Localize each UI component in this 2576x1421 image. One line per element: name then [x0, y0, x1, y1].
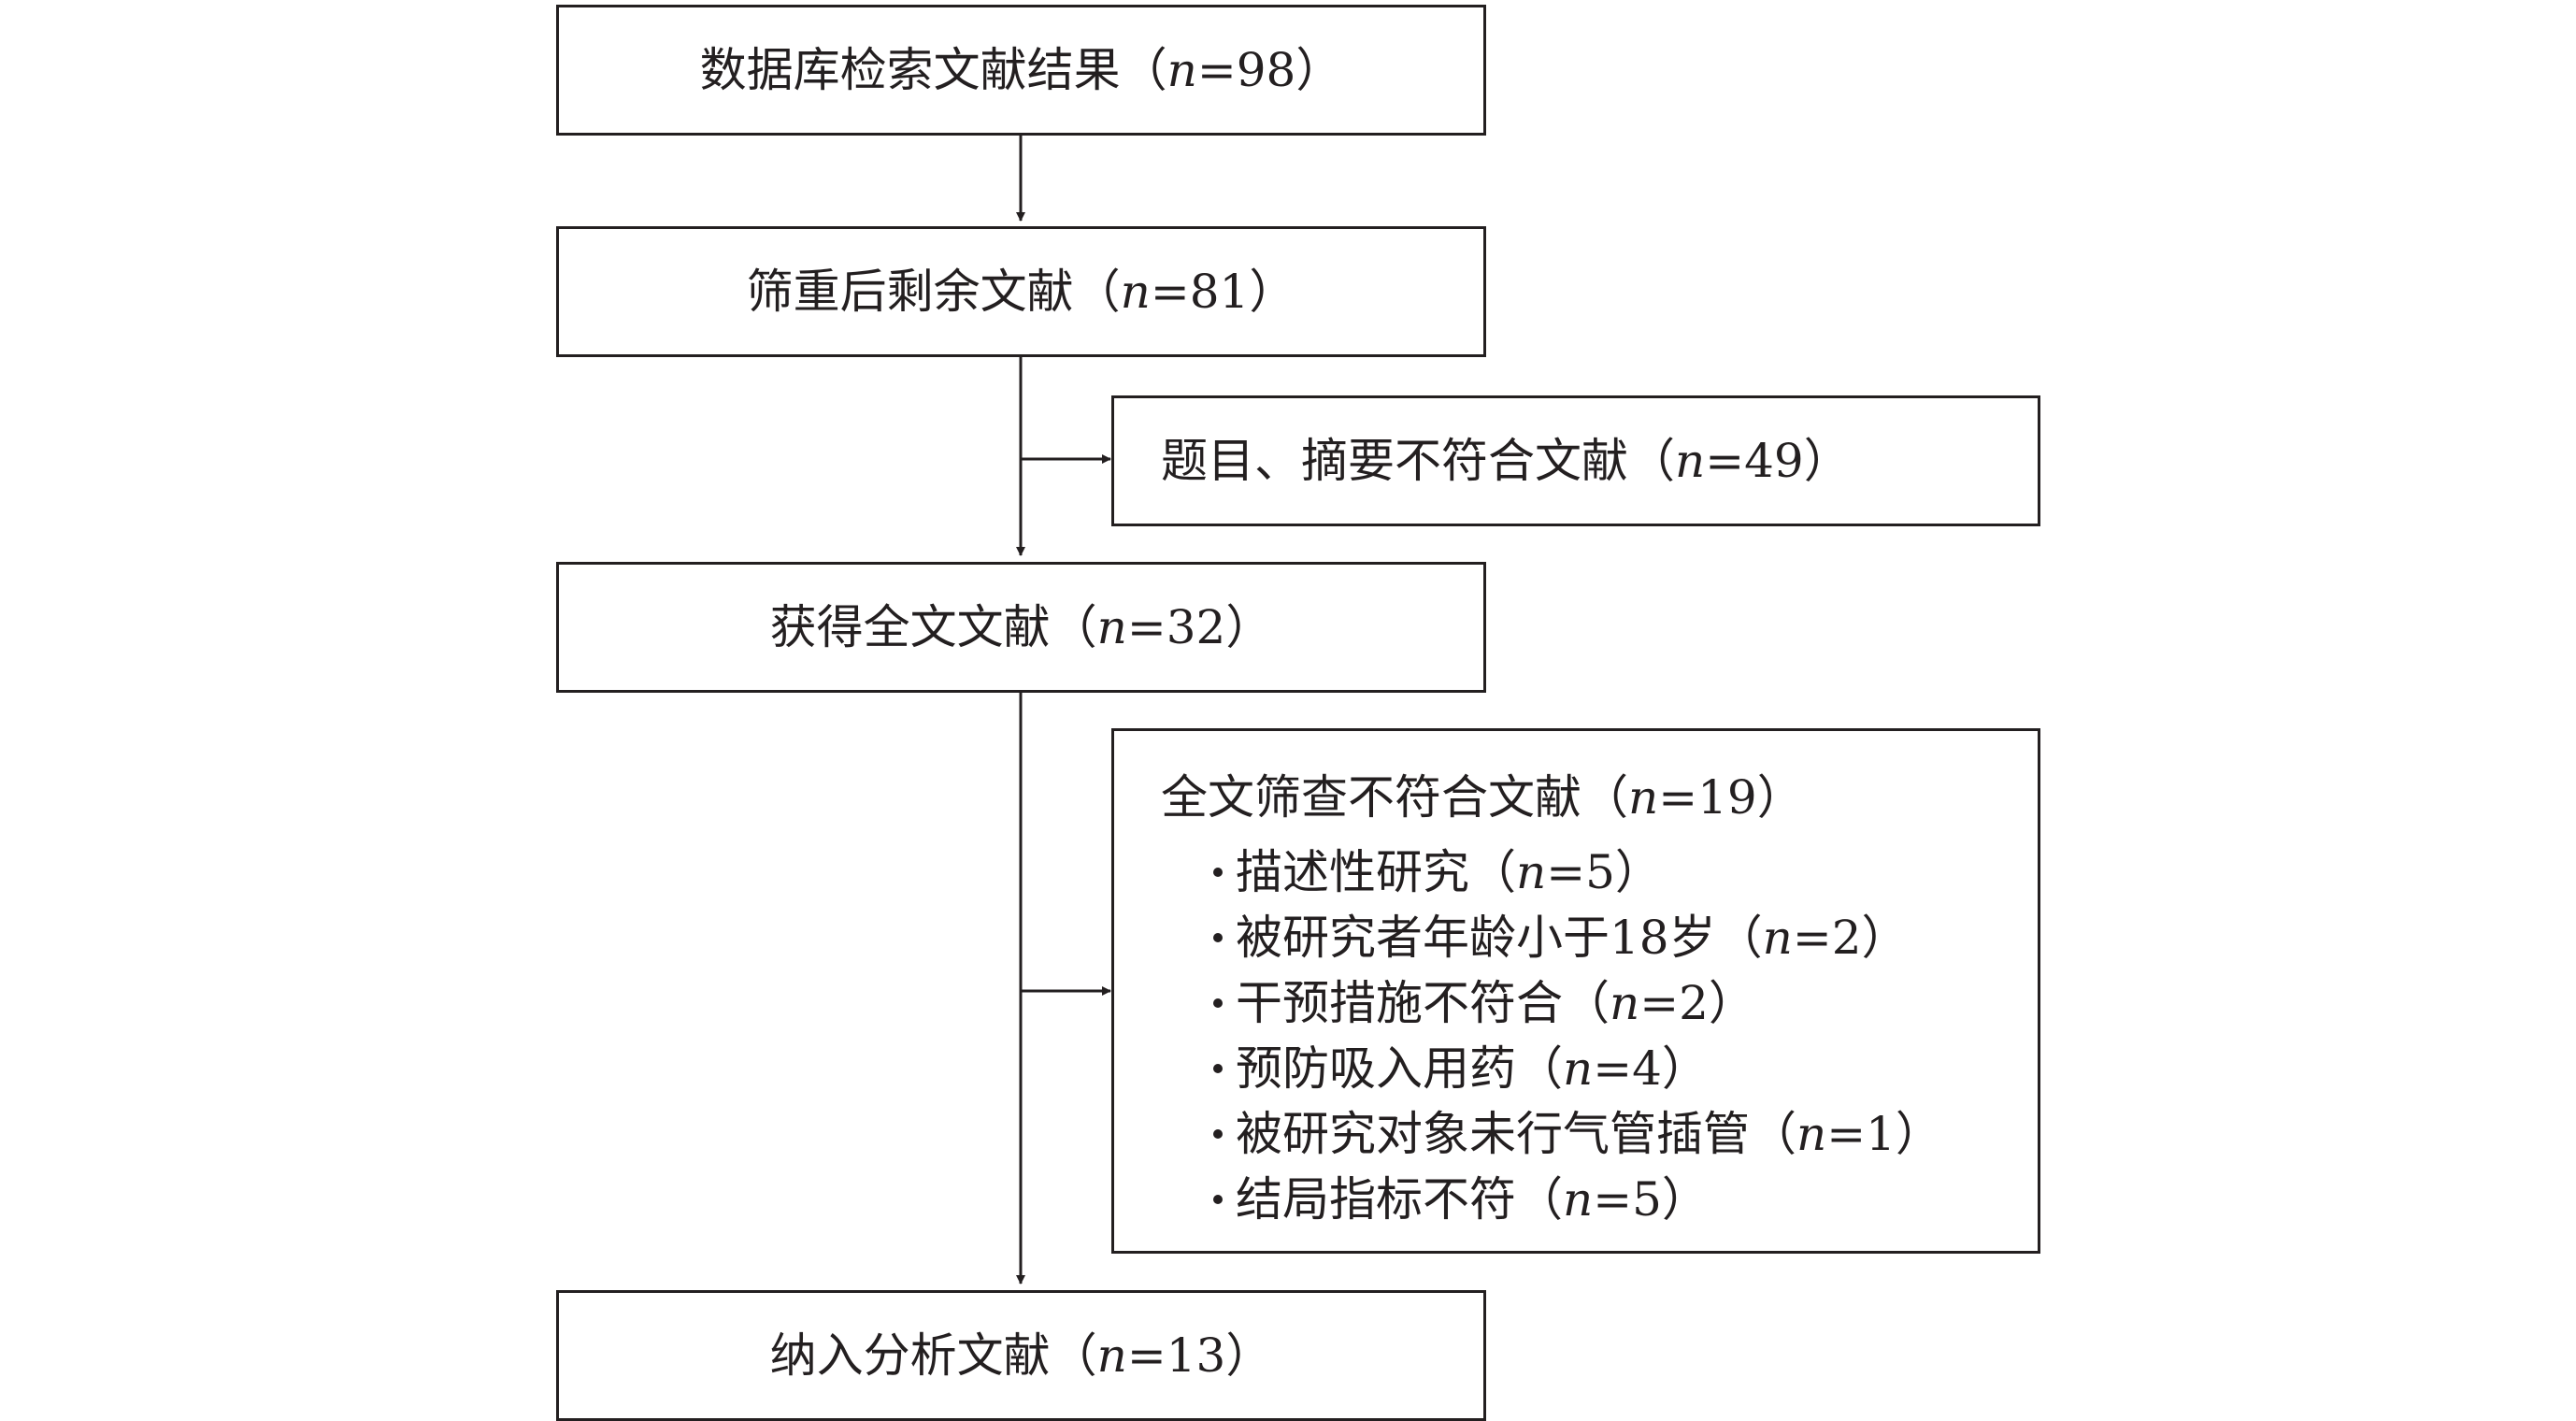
search-results-box: 数据库检索文献结果（n=98） — [556, 5, 1486, 136]
exclusion-reason-item: 描述性研究（n=5） — [1213, 840, 1942, 905]
fulltext-exclusion-title: 全文筛查不符合文献（n=19） — [1161, 770, 1804, 825]
bullet-icon — [1213, 868, 1223, 877]
bullet-icon — [1213, 1129, 1223, 1139]
bullet-icon — [1213, 933, 1223, 942]
title-abstract-exclusion-label: 题目、摘要不符合文献（n=49） — [1161, 434, 1851, 488]
exclusion-reason-item: 结局指标不符（n=5） — [1213, 1167, 1942, 1232]
dedup-label: 筛重后剩余文献（n=81） — [746, 265, 1296, 319]
exclusion-reason-item: 预防吸入用药（n=4） — [1213, 1036, 1942, 1101]
bullet-icon — [1213, 1195, 1223, 1204]
included-box: 纳入分析文献（n=13） — [556, 1290, 1486, 1421]
exclusion-reason-item: 被研究者年龄小于18岁（n=2） — [1213, 905, 1942, 970]
bullet-icon — [1213, 998, 1223, 1008]
exclusion-reason-item: 被研究对象未行气管插管（n=1） — [1213, 1101, 1942, 1167]
fulltext-label: 获得全文文献（n=32） — [769, 600, 1273, 654]
fulltext-exclusion-box: 全文筛查不符合文献（n=19） 描述性研究（n=5） 被研究者年龄小于18岁（n… — [1111, 728, 2040, 1254]
search-results-label: 数据库检索文献结果（n=98） — [699, 43, 1343, 97]
exclusion-reason-item: 干预措施不符合（n=2） — [1213, 970, 1942, 1036]
fulltext-box: 获得全文文献（n=32） — [556, 562, 1486, 693]
title-abstract-exclusion-box: 题目、摘要不符合文献（n=49） — [1111, 395, 2040, 526]
bullet-icon — [1213, 1064, 1223, 1073]
exclusion-reasons-list: 描述性研究（n=5） 被研究者年龄小于18岁（n=2） 干预措施不符合（n=2）… — [1213, 840, 1942, 1232]
dedup-box: 筛重后剩余文献（n=81） — [556, 226, 1486, 357]
included-label: 纳入分析文献（n=13） — [769, 1328, 1273, 1383]
